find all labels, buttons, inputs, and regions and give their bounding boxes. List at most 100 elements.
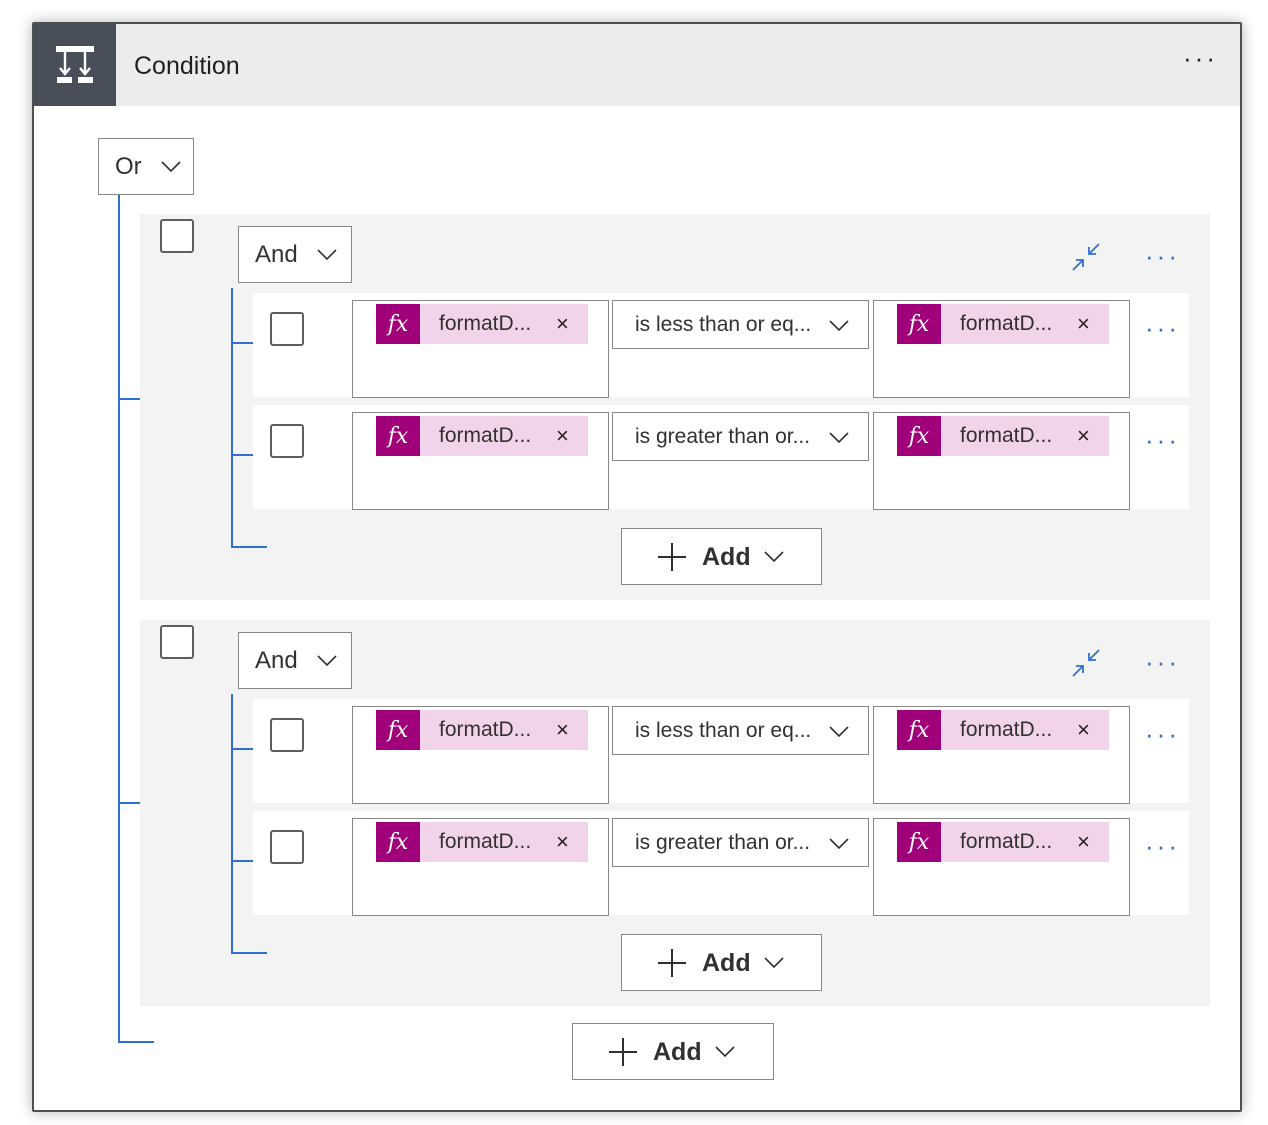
group-branch-line [231,546,267,548]
remove-token-icon[interactable]: × [1077,311,1090,336]
group-branch-line [231,748,253,750]
chevron-down-icon [715,1046,735,1058]
operator-label: is less than or eq... [635,312,812,336]
root-branch-line [118,802,140,804]
comparison-operator-dropdown[interactable]: is less than or eq... [612,300,869,349]
group-add-button[interactable]: Add [621,528,822,585]
left-operand-field[interactable]: fx formatD... × [352,706,609,804]
remove-token-icon[interactable]: × [1077,717,1090,742]
operator-label: is greater than or... [635,424,811,448]
collapse-icon[interactable] [1070,647,1102,679]
token-label: formatD... [439,424,532,447]
remove-token-icon[interactable]: × [1077,829,1090,854]
row-checkbox[interactable] [270,424,304,458]
function-icon: fx [376,822,420,862]
chevron-down-icon [829,432,849,444]
root-add-button[interactable]: Add [572,1023,774,1080]
expression-token[interactable]: fx formatD... × [376,416,588,456]
add-label: Add [702,543,751,571]
more-options-icon[interactable]: ··· [1183,43,1218,73]
token-label: formatD... [960,718,1053,741]
remove-token-icon[interactable]: × [556,717,569,742]
right-operand-field[interactable]: fx formatD... × [873,706,1130,804]
card-title: Condition [134,52,240,80]
group-add-button[interactable]: Add [621,934,822,991]
root-operator-label: Or [115,152,142,180]
chevron-down-icon [829,320,849,332]
group-tree-line [231,694,233,954]
chevron-down-icon [317,655,337,667]
group-more-icon[interactable]: ··· [1145,647,1180,677]
remove-token-icon[interactable]: × [556,423,569,448]
function-icon: fx [376,710,420,750]
condition-card: Condition ··· Or And ··· [32,22,1242,1112]
row-checkbox[interactable] [270,718,304,752]
right-operand-field[interactable]: fx formatD... × [873,412,1130,510]
group-more-icon[interactable]: ··· [1145,241,1180,271]
expression-token[interactable]: fx formatD... × [897,710,1109,750]
root-tree-line [118,195,120,1043]
root-branch-line [118,398,140,400]
function-icon: fx [897,710,941,750]
token-label: formatD... [960,312,1053,335]
comparison-operator-dropdown[interactable]: is greater than or... [612,818,869,867]
chevron-down-icon [829,838,849,850]
group-branch-line [231,342,253,344]
group-operator-dropdown[interactable]: And [238,632,352,689]
collapse-icon[interactable] [1070,241,1102,273]
remove-token-icon[interactable]: × [1077,423,1090,448]
token-label: formatD... [960,424,1053,447]
function-icon: fx [897,416,941,456]
root-branch-line [118,1041,154,1043]
condition-row: fx formatD... × is less than or eq... fx… [253,699,1189,804]
chevron-down-icon [161,161,181,173]
group-branch-line [231,860,253,862]
remove-token-icon[interactable]: × [556,829,569,854]
expression-token[interactable]: fx formatD... × [897,416,1109,456]
token-label: formatD... [439,718,532,741]
root-operator-dropdown[interactable]: Or [98,138,194,195]
right-operand-field[interactable]: fx formatD... × [873,300,1130,398]
condition-row: fx formatD... × is less than or eq... fx… [253,293,1189,398]
operator-label: is less than or eq... [635,718,812,742]
expression-token[interactable]: fx formatD... × [897,304,1109,344]
row-checkbox[interactable] [270,312,304,346]
group-operator-dropdown[interactable]: And [238,226,352,283]
token-label: formatD... [960,830,1053,853]
left-operand-field[interactable]: fx formatD... × [352,412,609,510]
token-label: formatD... [439,312,532,335]
row-more-icon[interactable]: ··· [1145,313,1180,343]
add-label: Add [702,949,751,977]
row-more-icon[interactable]: ··· [1145,719,1180,749]
row-checkbox[interactable] [270,830,304,864]
group-checkbox[interactable] [160,219,194,253]
condition-group: And ··· fx formatD... [140,214,1210,600]
expression-token[interactable]: fx formatD... × [376,822,588,862]
group-branch-line [231,952,267,954]
comparison-operator-dropdown[interactable]: is greater than or... [612,412,869,461]
chevron-down-icon [829,726,849,738]
chevron-down-icon [764,551,784,563]
expression-token[interactable]: fx formatD... × [376,304,588,344]
group-operator-label: And [255,240,298,268]
chevron-down-icon [317,249,337,261]
comparison-operator-dropdown[interactable]: is less than or eq... [612,706,869,755]
condition-icon [34,24,116,106]
function-icon: fx [897,822,941,862]
chevron-down-icon [764,957,784,969]
remove-token-icon[interactable]: × [556,311,569,336]
condition-row: fx formatD... × is greater than or... fx… [253,405,1189,510]
row-more-icon[interactable]: ··· [1145,425,1180,455]
function-icon: fx [376,304,420,344]
group-checkbox[interactable] [160,625,194,659]
expression-token[interactable]: fx formatD... × [376,710,588,750]
expression-token[interactable]: fx formatD... × [897,822,1109,862]
left-operand-field[interactable]: fx formatD... × [352,818,609,916]
right-operand-field[interactable]: fx formatD... × [873,818,1130,916]
function-icon: fx [897,304,941,344]
left-operand-field[interactable]: fx formatD... × [352,300,609,398]
add-label: Add [653,1038,702,1066]
condition-group: And ··· fx formatD... × [140,620,1210,1006]
card-header[interactable]: Condition ··· [34,24,1240,106]
row-more-icon[interactable]: ··· [1145,831,1180,861]
